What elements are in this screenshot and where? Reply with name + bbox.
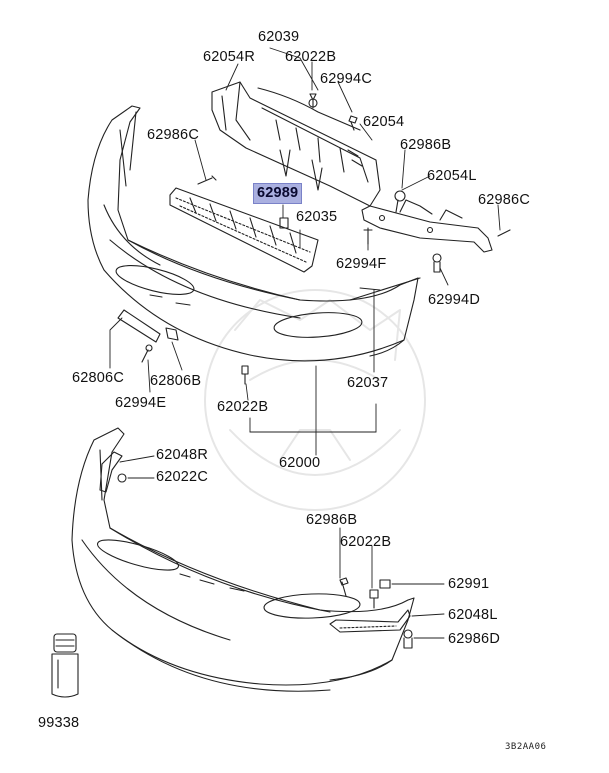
side-strip-62806 — [117, 309, 249, 385]
label-62022B-mid[interactable]: 62022B — [217, 399, 269, 415]
watermark-emblem — [204, 289, 426, 511]
label-62035[interactable]: 62035 — [296, 209, 338, 225]
label-62986D[interactable]: 62986D — [448, 631, 500, 647]
label-62037[interactable]: 62037 — [347, 375, 389, 391]
label-62989-highlighted[interactable]: 62989 — [253, 183, 303, 204]
label-62022B-low[interactable]: 62022B — [340, 534, 392, 550]
label-62054L[interactable]: 62054L — [427, 168, 477, 184]
label-99338[interactable]: 99338 — [38, 715, 80, 731]
label-62048R[interactable]: 62048R — [156, 447, 208, 463]
label-62022C[interactable]: 62022C — [156, 469, 208, 485]
label-62986C-left[interactable]: 62986C — [147, 127, 199, 143]
center-grille-mesh — [169, 187, 319, 273]
sealant-tube-99338 — [51, 633, 79, 698]
drawing-code: 3B2AA06 — [505, 742, 547, 752]
upper-bumper-cover — [87, 105, 421, 362]
label-62986C-right[interactable]: 62986C — [478, 192, 530, 208]
label-62054[interactable]: 62054 — [363, 114, 405, 130]
lower-bumper-cover — [71, 427, 415, 692]
label-62806B[interactable]: 62806B — [150, 373, 202, 389]
leader-lines-lower — [119, 455, 445, 639]
label-62994D[interactable]: 62994D — [428, 292, 480, 308]
label-62048L[interactable]: 62048L — [448, 607, 498, 623]
fasteners-lower — [339, 577, 413, 649]
label-62054R[interactable]: 62054R — [203, 49, 255, 65]
label-62039[interactable]: 62039 — [258, 29, 300, 45]
label-62986B-low[interactable]: 62986B — [306, 512, 358, 528]
label-62986B-top[interactable]: 62986B — [400, 137, 452, 153]
label-62991[interactable]: 62991 — [448, 576, 490, 592]
label-62022B-top[interactable]: 62022B — [285, 49, 337, 65]
label-62806C[interactable]: 62806C — [72, 370, 124, 386]
lower-brackets-62048 — [99, 451, 411, 633]
label-62994F[interactable]: 62994F — [336, 256, 387, 272]
bracket-62054L — [361, 199, 493, 253]
label-62000[interactable]: 62000 — [279, 455, 321, 471]
label-62994E[interactable]: 62994E — [115, 395, 167, 411]
leader-lines-upper — [109, 47, 501, 456]
label-62994C[interactable]: 62994C — [320, 71, 372, 87]
